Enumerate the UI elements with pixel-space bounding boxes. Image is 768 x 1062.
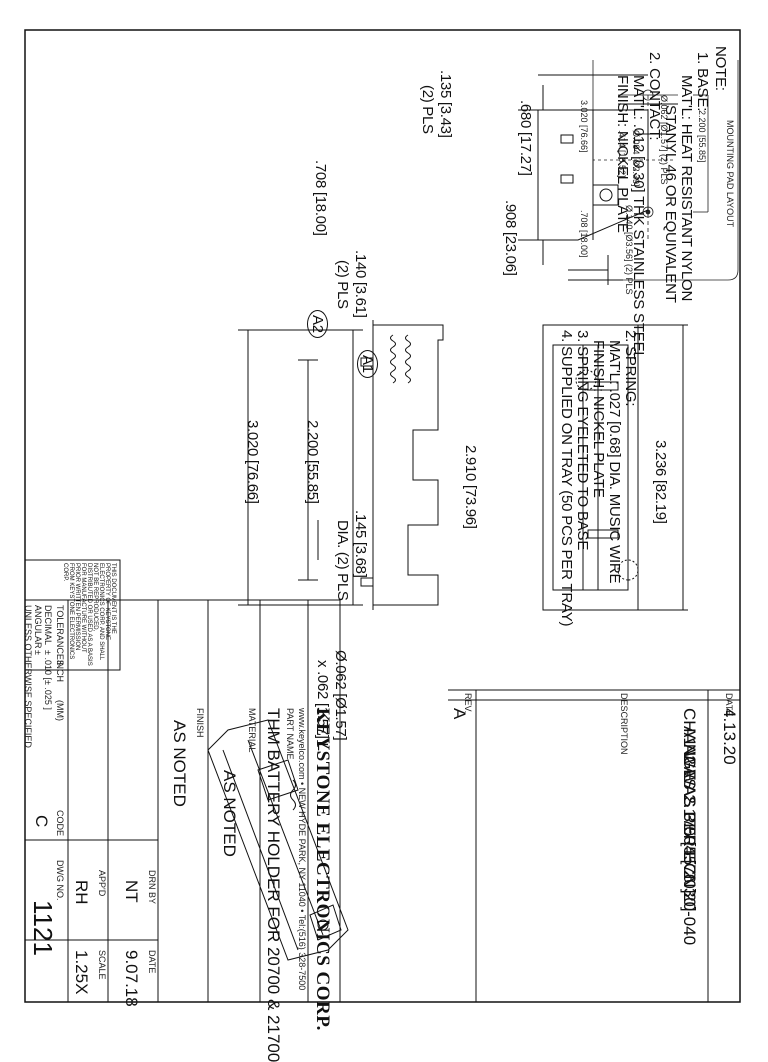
dim-145: .145 [3.68]: [352, 510, 369, 578]
appd-label: APP'D: [97, 870, 107, 897]
holder-side-view: [238, 320, 444, 610]
dim-135-pls: (2) PLS: [419, 85, 436, 134]
material-label: MATERIAL: [247, 708, 257, 753]
callout-a1: A1: [357, 350, 378, 378]
isometric-view: [207, 719, 349, 961]
dim-3236: 3.236 [82.19]: [652, 440, 669, 524]
note-base: 1. BASE:: [694, 52, 711, 112]
iso-body: [207, 719, 349, 961]
part-name: THM BATTERY HOLDER FOR 20700 & 21700: [264, 708, 283, 1062]
pad-label-1: 2.200 [55.85]: [697, 110, 707, 163]
pad-label-3: Ø.094 [Ø2.39]: [631, 130, 641, 187]
note-spring-material: MAT'L: .027 [0.68] DIA. MUSIC WIRE: [606, 340, 623, 584]
pad-label-2: Ø.062 [Ø1.57] (2) PLS: [659, 95, 669, 185]
decimal-label: DECIMAL: [43, 605, 53, 646]
note-base-material: MAT'L: HEAT RESISTANT NYLON: [678, 75, 695, 302]
material-value: AS NOTED: [220, 770, 239, 857]
decimal-value: ± .010 [± .025 ]: [43, 650, 53, 710]
dim-3020: 3.020 [76.66]: [244, 420, 261, 504]
revision-letter: A: [450, 708, 469, 720]
pad-label-6: Ø.140 [Ø3.56] (2) PLS: [624, 205, 634, 295]
holder-top-view: [542, 324, 688, 611]
dim-680: .680 [17.27]: [517, 100, 534, 176]
holder-profile: [372, 324, 444, 606]
finish-value: AS NOTED: [170, 720, 189, 807]
side-body-outline: [537, 109, 649, 241]
part-name-label: PART NAME: [285, 708, 295, 760]
scale-value: 1.25X: [72, 950, 91, 995]
note-eyeleted: 3. SPRING EYELETED TO BASE: [574, 330, 591, 551]
drn-value: NT: [122, 880, 141, 903]
company-address: www.keyelco.com • NEW HYDE PARK, NY 1104…: [297, 708, 307, 991]
unless-specified: UNLESS OTHERWISE SPECIFIED: [23, 605, 33, 748]
note-spring-finish: FINISH: NICKEL PLATE: [590, 340, 607, 498]
company-name: KEYSTONE ELECTRONICS CORP.: [312, 708, 333, 1031]
drn-label: DRN BY: [147, 870, 157, 905]
drawing-page: NOTE: 1. BASE: MAT'L: HEAT RESISTANT NYL…: [23, 29, 741, 1062]
side-view-top: [518, 74, 678, 285]
dim-908: .908 [23.06]: [502, 200, 519, 276]
dim-140-pls: (2) PLS: [334, 260, 351, 309]
sheet-border: [24, 29, 741, 1003]
note-spring: 2. SPRING:: [622, 330, 639, 407]
top-view-outline: [542, 324, 639, 611]
mounting-pad-title: MOUNTING PAD LAYOUT: [725, 120, 735, 228]
angular-value: ±: [33, 650, 43, 655]
drawing-lines: [24, 29, 741, 1003]
date-value: 9.07.18: [122, 950, 141, 1007]
revision-date: 4.13.20: [720, 708, 739, 765]
date-label: DATE: [147, 950, 157, 974]
pad-label-5: 3.020 [76.66]: [579, 100, 589, 153]
dim-708: .708 [18.00]: [312, 160, 329, 236]
appd-value: RH: [72, 880, 91, 905]
dim-145-dia: DIA. (2) PLS: [334, 520, 351, 601]
drawing-sheet: NOTE: 1. BASE: MAT'L: HEAT RESISTANT NYL…: [23, 29, 741, 1062]
pad-label-4: .414 [10.52]: [617, 130, 627, 178]
note-tray: 4. SUPPLIED ON TRAY (50 PCS PER TRAY): [558, 330, 575, 627]
revision-line-3: A2 WAS 3.004 [76.30]: [680, 744, 699, 912]
angular-label: ANGULAR: [33, 605, 43, 649]
dim-135: .135 [3.43]: [437, 70, 454, 138]
dim-2200: 2.200 [55.85]: [304, 420, 321, 504]
notes-heading: NOTE:: [712, 46, 729, 91]
code-label: CODE: [55, 810, 65, 837]
dwg-number: 1121: [28, 900, 58, 956]
dwg-label: DWG NO.: [55, 860, 65, 901]
scale-label: SCALE: [97, 950, 107, 980]
code-value: C: [32, 815, 51, 828]
dim-2910: 2.910 [73.96]: [462, 445, 479, 529]
dim-062: Ø.062 [Ø1.57]: [332, 650, 349, 741]
mm-label: (MM): [55, 700, 65, 721]
pad-frame: [568, 60, 739, 281]
revision-description-header: DESCRIPTION: [619, 693, 629, 755]
dim-140: .140 [3.61]: [352, 250, 369, 318]
property-notice: THIS DOCUMENT IS THE PROPERTY OF KEYSTON…: [62, 563, 116, 666]
callout-a2: A2: [307, 310, 328, 338]
spring-coil: [405, 334, 411, 384]
finish-label: FINISH: [195, 708, 205, 738]
pad-label-7: .708 [18.00]: [579, 210, 589, 258]
